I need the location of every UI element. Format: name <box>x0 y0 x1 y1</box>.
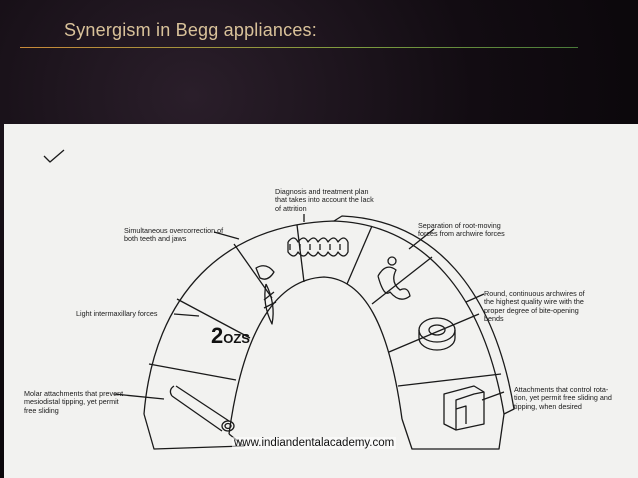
force-weight-value: 2 <box>211 323 224 348</box>
arch-joint-1 <box>148 363 237 381</box>
slide-title: Synergism in Begg appliances: <box>64 20 317 40</box>
arch-joint-4 <box>296 224 305 283</box>
arch-joint-8 <box>397 373 502 387</box>
watermark: www.indiandentalacademy.com <box>232 437 397 449</box>
label-molar: Molar attachments that prevent mesiodist… <box>24 389 124 415</box>
arch-joint-2 <box>176 298 251 339</box>
label-overcorrection: Simultaneous overcorrection of both teet… <box>124 226 224 244</box>
arch-joint-7 <box>388 313 480 353</box>
title-divider <box>20 47 578 48</box>
overcorrection-sketch <box>255 265 277 325</box>
arch-outer <box>143 220 505 415</box>
arch-joint-6 <box>371 256 433 305</box>
arch-drawing <box>43 149 515 450</box>
molar-tube <box>169 385 235 432</box>
force-weight-unit: OZS <box>223 331 250 346</box>
label-attachments: Attachments that control rota- tion, yet… <box>514 385 612 411</box>
arch-inner <box>228 276 403 435</box>
arch-joint-5 <box>346 225 373 285</box>
arch-right-base <box>401 413 505 450</box>
begg-arch-diagram: Diagnosis and treatment plan that takes … <box>4 124 638 478</box>
label-diagnosis: Diagnosis and treatment plan that takes … <box>275 187 374 213</box>
teeth-sketch <box>287 237 349 257</box>
label-round-archwires: Round, continuous archwires of the highe… <box>484 289 585 323</box>
arch-joint-3 <box>233 243 273 299</box>
force-weight-label: 2OZS <box>211 323 250 349</box>
spring-sketch <box>377 256 411 300</box>
label-separation: Separation of root-moving forces from ar… <box>418 221 505 239</box>
archwire-coil <box>418 317 456 351</box>
label-intermaxillary: Light intermaxillary forces <box>76 309 158 318</box>
bracket-sketch <box>443 385 485 431</box>
